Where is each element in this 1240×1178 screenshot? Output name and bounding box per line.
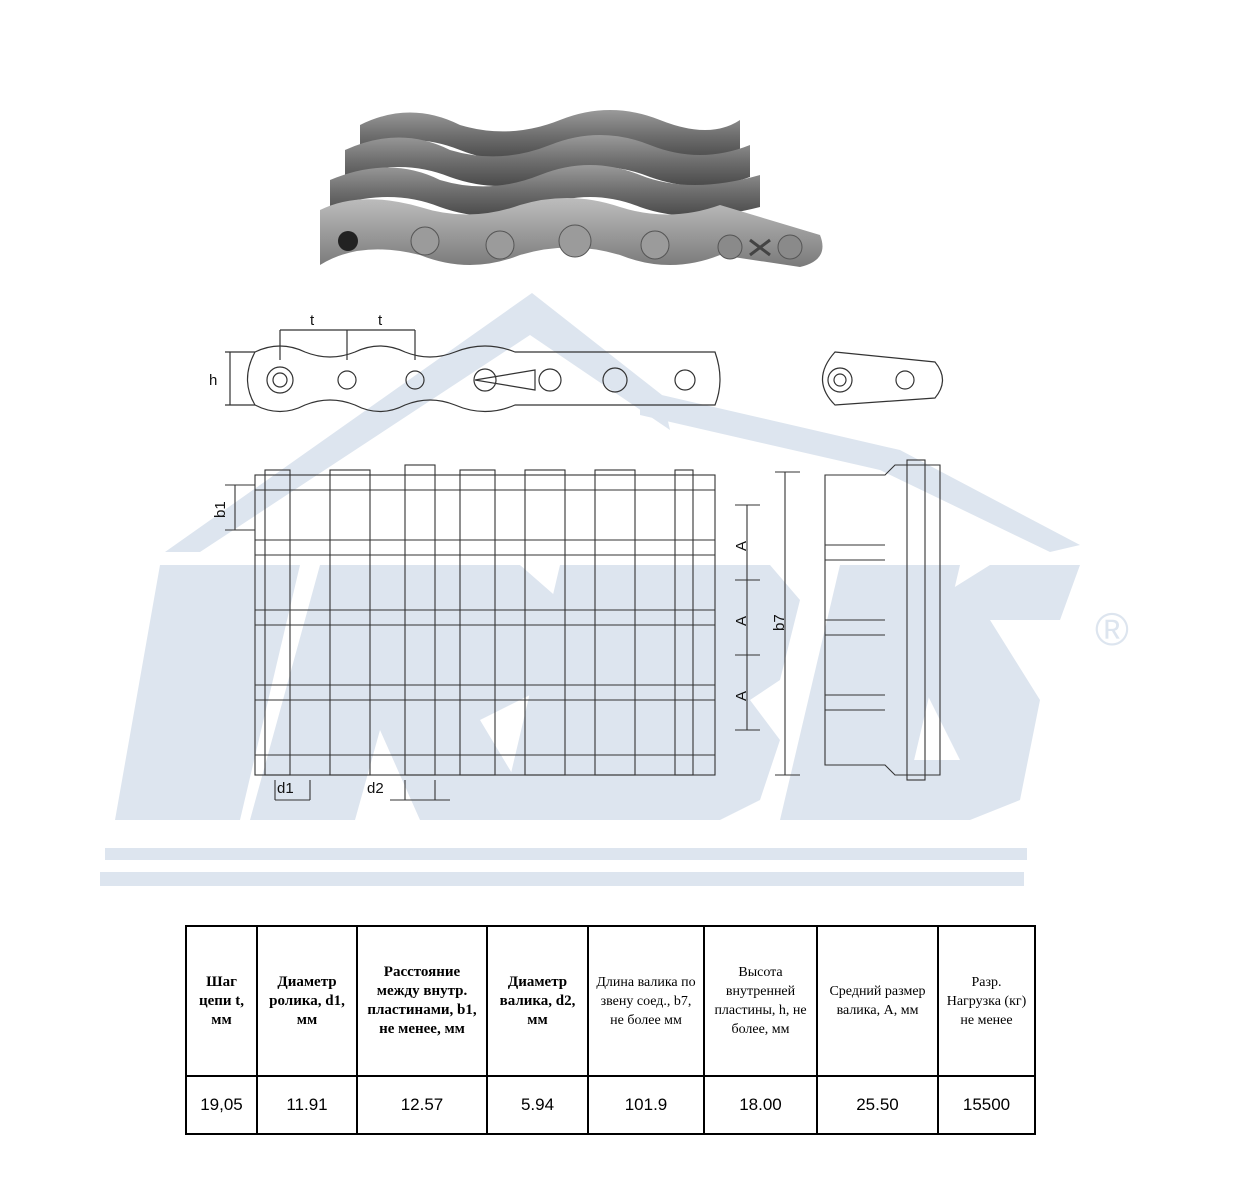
header-roller-diameter: Диаметр ролика, d1, мм (256, 925, 358, 1077)
watermark-underline-top (105, 848, 1027, 860)
watermark-underline-bottom (100, 872, 1024, 886)
table-row: 19,05 11.91 12.57 5.94 101.9 18.00 25.50… (185, 1075, 1036, 1135)
header-plate-height: Высота внутренней пластины, h, не более,… (703, 925, 818, 1077)
header-breaking-load: Разр. Нагрузка (кг) не менее (937, 925, 1036, 1077)
label-b7: b7 (771, 614, 788, 631)
watermark-roof (165, 293, 1080, 552)
label-A2: A (733, 616, 750, 626)
header-transverse-pitch: Средний размер валика, А, мм (816, 925, 939, 1077)
registered-mark: ® (1095, 603, 1129, 655)
cell-inner-width: 12.57 (356, 1075, 488, 1135)
technical-drawing: t t h b1 A A A b7 d1 d2 (209, 312, 944, 801)
plan-view (225, 464, 800, 801)
plan-end-view (824, 459, 941, 781)
cell-plate-height: 18.00 (703, 1075, 818, 1135)
label-d1: d1 (277, 780, 294, 797)
chain-photo (320, 110, 823, 267)
chain-back-strands (330, 110, 760, 216)
table-header-row: Шаг цепи t, мм Диаметр ролика, d1, мм Ра… (185, 925, 1036, 1077)
chain-front-strand (320, 197, 823, 267)
label-A3: A (733, 691, 750, 701)
label-t1: t (310, 312, 315, 329)
irbis-watermark: ® (100, 293, 1129, 886)
watermark-letters (115, 565, 1080, 820)
header-pin-diameter: Диаметр валика, d2, мм (486, 925, 589, 1077)
spec-table: Шаг цепи t, мм Диаметр ролика, d1, мм Ра… (185, 925, 1036, 1135)
label-t2: t (378, 312, 383, 329)
cell-pin-length: 101.9 (587, 1075, 705, 1135)
label-h: h (209, 372, 217, 389)
side-view (225, 329, 721, 413)
label-A1: A (733, 541, 750, 551)
header-pin-length: Длина валика по звену соед., b7, не боле… (587, 925, 705, 1077)
cell-pitch: 19,05 (185, 1075, 258, 1135)
cell-pin-diameter: 5.94 (486, 1075, 589, 1135)
label-b1: b1 (212, 501, 229, 518)
end-view (822, 351, 944, 406)
header-pitch: Шаг цепи t, мм (185, 925, 258, 1077)
label-d2: d2 (367, 780, 384, 797)
cell-roller-diameter: 11.91 (256, 1075, 358, 1135)
header-inner-width: Расстояние между внутр. пластинами, b1, … (356, 925, 488, 1077)
cell-breaking-load: 15500 (937, 1075, 1036, 1135)
cell-transverse-pitch: 25.50 (816, 1075, 939, 1135)
